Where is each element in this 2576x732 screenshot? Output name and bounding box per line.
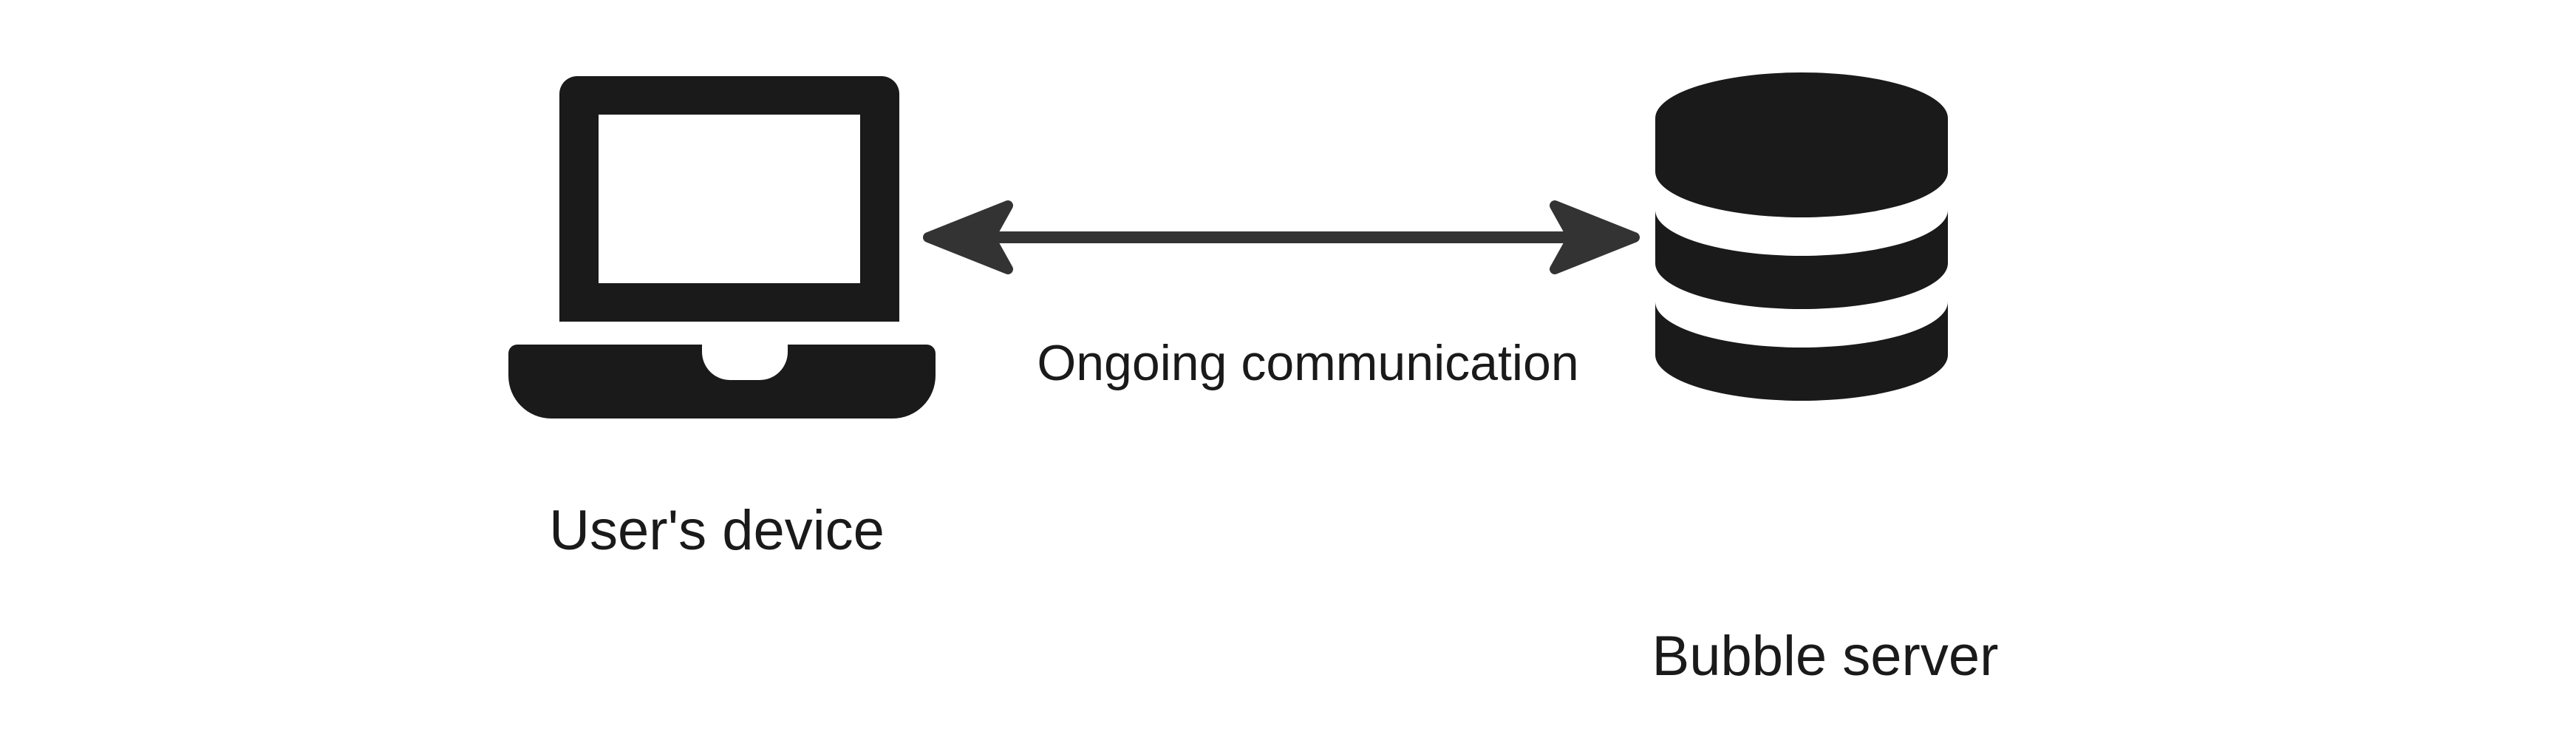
node-caption-user-device: User's device bbox=[549, 499, 885, 562]
database-band-top bbox=[1655, 72, 1948, 217]
node-caption-bubble-server: Bubble server Database bbox=[1448, 499, 2202, 732]
arrow-shaft bbox=[975, 231, 1589, 243]
node-caption-line-1: Bubble server bbox=[1652, 625, 1999, 688]
connector-label: Ongoing communication bbox=[1037, 335, 1579, 391]
database-band-bottom bbox=[1655, 302, 1948, 401]
arrow-head-left bbox=[923, 200, 1013, 274]
arrow-head-right bbox=[1550, 200, 1640, 274]
database-band-middle bbox=[1655, 210, 1948, 309]
laptop-base bbox=[508, 345, 936, 418]
laptop-screen-display bbox=[599, 115, 860, 283]
